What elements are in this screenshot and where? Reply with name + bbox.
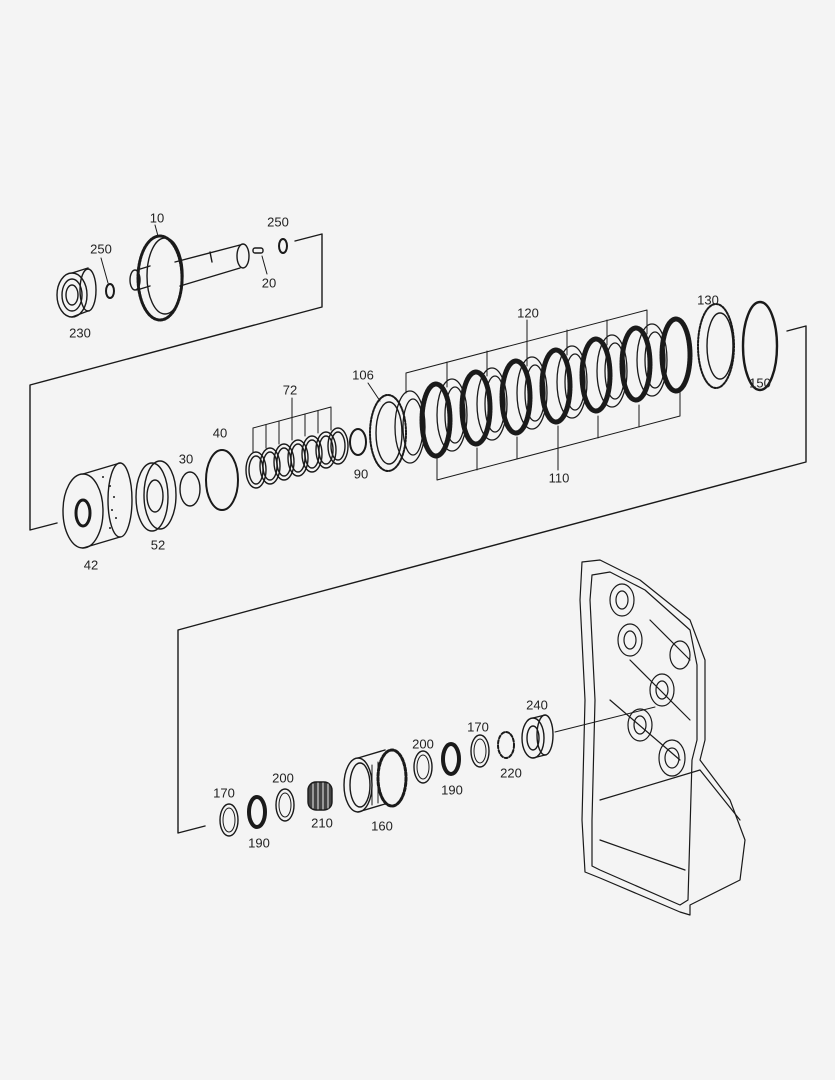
part-52-piston bbox=[135, 460, 177, 532]
label-part-250-right: 250 bbox=[267, 214, 289, 230]
label-part-110: 110 bbox=[548, 470, 570, 486]
group-3-bracket bbox=[177, 604, 656, 834]
label-part-106: 106 bbox=[352, 367, 374, 383]
label-part-190-left: 190 bbox=[248, 835, 270, 851]
part-110-120-clutch-pack bbox=[394, 309, 693, 481]
housing-case bbox=[579, 559, 746, 916]
part-40-ring bbox=[205, 449, 239, 511]
part-200-washer-right bbox=[413, 750, 433, 784]
label-part-210: 210 bbox=[311, 815, 333, 831]
label-part-190-right: 190 bbox=[441, 782, 463, 798]
label-part-40: 40 bbox=[212, 425, 228, 441]
group-1-bracket bbox=[29, 233, 323, 531]
label-part-90: 90 bbox=[353, 466, 369, 482]
part-30-ring bbox=[179, 471, 201, 507]
label-part-20: 20 bbox=[261, 275, 277, 291]
label-part-170-left: 170 bbox=[213, 785, 235, 801]
label-part-230: 230 bbox=[69, 325, 91, 341]
part-130-plate bbox=[697, 303, 735, 389]
label-part-240: 240 bbox=[526, 697, 548, 713]
label-part-200-left: 200 bbox=[272, 770, 294, 786]
part-250-ring-left bbox=[105, 283, 115, 299]
part-170-washer-left bbox=[219, 803, 239, 837]
label-part-200-right: 200 bbox=[412, 736, 434, 752]
part-10-gear-shaft bbox=[129, 234, 250, 322]
part-220-lockwasher bbox=[497, 731, 515, 759]
label-part-120: 120 bbox=[517, 305, 539, 321]
label-part-170-right: 170 bbox=[467, 719, 489, 735]
label-part-150: 150 bbox=[749, 375, 771, 391]
part-72-ring-set bbox=[245, 397, 349, 489]
part-230-bearing bbox=[56, 267, 97, 318]
part-200-washer-left bbox=[275, 788, 295, 822]
label-part-30: 30 bbox=[178, 451, 194, 467]
label-part-130: 130 bbox=[697, 292, 719, 308]
part-210-needle-bearing bbox=[307, 781, 333, 811]
part-190-bearing-left bbox=[247, 795, 267, 829]
label-part-250-left: 250 bbox=[90, 241, 112, 257]
part-106-plate bbox=[367, 382, 407, 472]
label-part-52: 52 bbox=[150, 537, 166, 553]
part-42-drum bbox=[62, 462, 133, 549]
part-190-bearing-right bbox=[441, 742, 461, 776]
part-90-ring bbox=[349, 428, 367, 456]
part-250-ring-right bbox=[278, 238, 288, 254]
part-20-pin bbox=[252, 247, 268, 275]
part-170-washer-right bbox=[470, 734, 490, 768]
label-part-10: 10 bbox=[149, 210, 165, 226]
group-2-bracket bbox=[269, 325, 807, 606]
label-part-220: 220 bbox=[500, 765, 522, 781]
part-150-ring bbox=[741, 300, 779, 392]
part-160-gear bbox=[343, 748, 408, 813]
label-part-42: 42 bbox=[83, 557, 99, 573]
label-part-72: 72 bbox=[282, 382, 298, 398]
label-part-160: 160 bbox=[371, 818, 393, 834]
part-240-bearing bbox=[521, 714, 554, 759]
